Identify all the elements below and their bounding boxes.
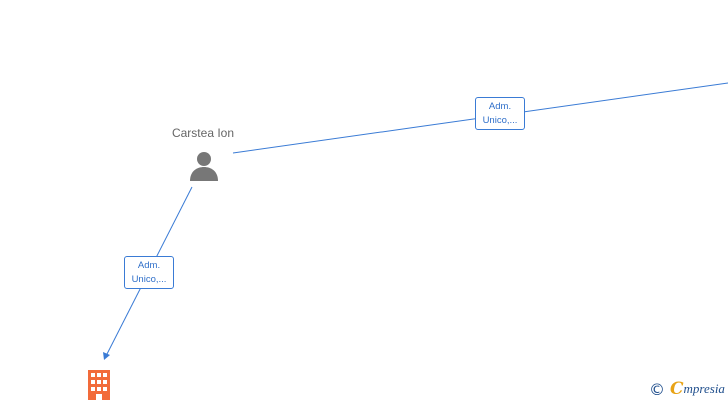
edge-label-2[interactable]: Adm. Unico,...	[124, 256, 174, 289]
edge-label-1[interactable]: Adm. Unico,...	[475, 97, 525, 130]
brand-initial: C	[670, 379, 684, 399]
edge-label-1-line1: Adm.	[488, 101, 512, 112]
brand-name-rest: mpresia	[683, 381, 725, 396]
empresia-watermark: © C mpresia	[649, 379, 725, 399]
person-name[interactable]: Carstea Ion	[171, 126, 235, 140]
edge-label-2-line1: Adm.	[137, 260, 161, 271]
person-icon[interactable]	[189, 150, 219, 182]
copyright-icon: ©	[649, 379, 665, 399]
edge-label-1-line2: Unico,...	[482, 115, 518, 126]
building-icon[interactable]	[87, 370, 111, 400]
arrowhead-company	[103, 352, 110, 360]
edge-label-2-line2: Unico,...	[131, 274, 167, 285]
